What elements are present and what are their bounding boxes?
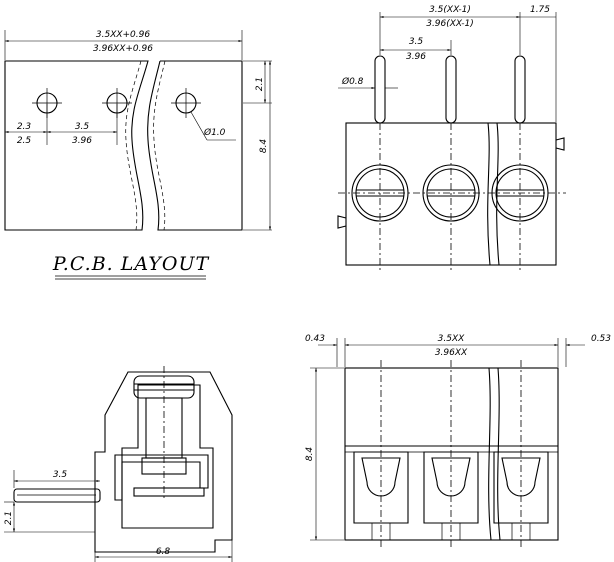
top-width-a: 3.5XX	[438, 334, 465, 344]
pcb-board-right	[147, 60, 243, 231]
pcb-edge-b: 2.5	[17, 136, 32, 146]
front-total-a: 3.5(XX-1)	[429, 5, 471, 15]
housing-section	[94, 371, 233, 553]
pin	[445, 55, 457, 124]
front-pitch-a: 3.5	[409, 37, 424, 47]
top-left-margin: 0.43	[305, 334, 325, 344]
wire-entry	[423, 451, 479, 540]
front-pitch-b: 3.96	[406, 52, 426, 62]
front-total-b: 3.96(XX-1)	[426, 19, 474, 29]
pcb-top-offset: 2.1	[255, 77, 265, 91]
pcb-height: 8.4	[259, 139, 269, 154]
pin	[514, 55, 526, 124]
pcb-hole	[171, 88, 201, 118]
top-body	[344, 367, 559, 541]
side-pin-height: 2.1	[4, 511, 14, 525]
pcb-pitch-b: 3.96	[72, 136, 92, 146]
pcb-board-left	[4, 60, 149, 231]
front-side-offset: 1.75	[530, 5, 550, 15]
pin	[374, 55, 386, 124]
top-right-margin: 0.53	[591, 334, 611, 344]
pcb-layout-title: P.C.B. LAYOUT	[52, 253, 210, 275]
wire-entry	[493, 451, 549, 540]
top-width-b: 3.96XX	[435, 348, 468, 358]
pcb-layout-view: 3.5XX+0.96 3.96XX+0.96 2.3 2.5 3.5 3.96 …	[4, 30, 272, 280]
side-pin-length: 3.5	[53, 470, 68, 480]
top-view: 0.43 0.53 3.5XX 3.96XX 8.4	[305, 334, 611, 548]
front-pin-diameter: Ø0.8	[341, 76, 364, 87]
pcb-width-b: 3.96XX+0.96	[93, 44, 153, 54]
side-pin	[13, 488, 101, 503]
side-depth: 6.8	[156, 547, 171, 557]
top-height: 8.4	[305, 447, 315, 462]
front-view: 3.5(XX-1) 3.96(XX-1) 1.75 3.5 3.96 Ø0.8	[337, 5, 566, 272]
side-section-view: 3.5 2.1 6.8	[4, 366, 233, 562]
pcb-pitch-a: 3.5	[75, 122, 90, 132]
pcb-edge-a: 2.3	[17, 122, 32, 132]
wire-entry	[353, 451, 409, 540]
pcb-hole-diameter: Ø1.0	[203, 127, 226, 138]
pcb-width-a: 3.5XX+0.96	[96, 30, 150, 40]
